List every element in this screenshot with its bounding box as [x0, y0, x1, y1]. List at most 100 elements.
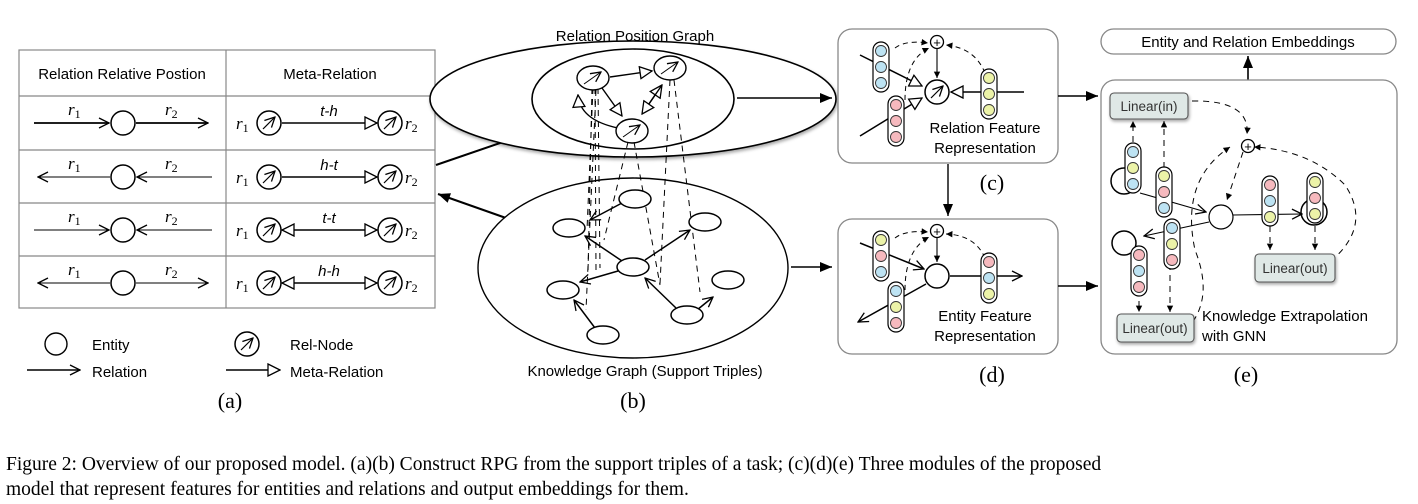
relation-label-r1: r1	[68, 207, 81, 228]
relation-label-r1: r1	[68, 154, 81, 175]
rel-node-icon	[257, 165, 281, 189]
meta-r1-label: r1	[236, 168, 249, 189]
arrow-kg-to-a	[437, 193, 507, 219]
rel-node-c	[925, 80, 949, 104]
figure-diagram: Relation Relative Postion Meta-Relation …	[18, 28, 1398, 413]
embeddings-output-label: Entity and Relation Embeddings	[1141, 34, 1354, 51]
svg-text:Linear(in): Linear(in)	[1120, 99, 1177, 114]
panel-e: Entity and Relation Embeddings	[1100, 28, 1398, 387]
feature-dot-pink	[1309, 192, 1321, 204]
kg-entities	[546, 189, 745, 345]
caption-line-2: model that represent features for entiti…	[6, 479, 689, 500]
rel-node-icon	[257, 218, 281, 242]
relation-label-r2: r2	[165, 100, 178, 121]
feature-dot-blue	[1264, 195, 1276, 207]
rpg-graph	[578, 71, 662, 129]
rpg-title: Relation Position Graph	[556, 28, 714, 45]
feature-dot-blue	[983, 272, 995, 284]
entity-node	[110, 110, 136, 136]
entity-node-d	[924, 263, 950, 289]
rel-node-icon	[378, 218, 402, 242]
feature-dot-pink	[890, 115, 902, 127]
plus-node-d: +	[929, 223, 945, 239]
rel-node-icon	[257, 271, 281, 295]
panel-e-title-2: with GNN	[1201, 328, 1266, 345]
meta-relation-label: h-t	[320, 157, 338, 174]
relation-label-r2: r2	[165, 154, 178, 175]
feature-dot-pink	[1133, 249, 1145, 261]
feature-dot-pink	[1166, 254, 1178, 266]
feature-dot-yellow	[983, 72, 995, 84]
relation-table	[18, 49, 436, 309]
feature-dot-pink	[890, 317, 902, 329]
panel-c-title-1: Relation Feature	[930, 120, 1041, 137]
feature-vector	[1261, 175, 1279, 227]
svg-text:+: +	[933, 224, 941, 239]
meta-r1-label: r1	[236, 114, 249, 135]
kg-graph	[574, 202, 713, 329]
meta-r1-label: r1	[236, 274, 249, 295]
feature-dot-yellow	[875, 234, 887, 246]
panel-d: + Entity Feature Representation (d)	[837, 218, 1059, 387]
feature-vector	[1163, 218, 1181, 270]
feature-dot-pink	[983, 256, 995, 268]
panel-d-title-2: Representation	[934, 328, 1036, 345]
panel-a: Relation Relative Postion Meta-Relation …	[18, 49, 436, 413]
meta-r1-label: r1	[236, 221, 249, 242]
legend: Entity Relation Rel-Node Meta-Relation	[27, 332, 383, 381]
meta-relation-label: t-h	[320, 103, 338, 120]
meta-r2-label: r2	[405, 168, 418, 189]
panel-d-title-1: Entity Feature	[938, 308, 1031, 325]
entity-legend-icon	[44, 332, 68, 356]
meta-r2-label: r2	[405, 114, 418, 135]
table-header-meta: Meta-Relation	[283, 66, 376, 83]
rel-node-icon	[378, 165, 402, 189]
svg-text:+: +	[933, 35, 941, 50]
feature-dot-blue	[1127, 178, 1139, 190]
feature-dot-blue	[875, 77, 887, 89]
legend-relnode-label: Rel-Node	[290, 337, 353, 354]
table-header-position: Relation Relative Postion	[38, 66, 206, 83]
feature-vector	[1130, 245, 1148, 297]
meta-r2-label: r2	[405, 274, 418, 295]
panel-c: + Relation Feature Representation (c)	[837, 28, 1059, 195]
feature-vector	[1155, 166, 1173, 218]
svg-text:Linear(out): Linear(out)	[1262, 261, 1327, 276]
rel-node-icon	[378, 111, 402, 135]
panel-c-label: (c)	[980, 170, 1004, 195]
feature-vector	[980, 252, 998, 304]
rpg-rel-node-2	[653, 55, 687, 81]
svg-text:Linear(out): Linear(out)	[1122, 321, 1187, 336]
feature-dot-yellow	[1158, 170, 1170, 182]
linear-in-box: Linear(in)	[1109, 92, 1189, 120]
legend-relation-label: Relation	[92, 364, 147, 381]
feature-vector	[1306, 172, 1324, 224]
rel-node-legend-icon	[235, 332, 259, 356]
linear-out-box-right: Linear(out)	[1254, 253, 1336, 283]
entity-node-e	[1208, 204, 1234, 230]
feature-dot-blue	[875, 45, 887, 57]
entity-node	[110, 270, 136, 296]
panel-e-label: (e)	[1234, 362, 1258, 387]
panel-c-title-2: Representation	[934, 140, 1036, 157]
feature-dot-pink	[1133, 281, 1145, 293]
feature-dot-pink	[1158, 186, 1170, 198]
legend-entity-label: Entity	[92, 337, 130, 354]
caption-line-1: Figure 2: Overview of our proposed model…	[6, 454, 1102, 475]
feature-dot-pink	[890, 99, 902, 111]
feature-dot-yellow	[983, 288, 995, 300]
embeddings-output-box	[1100, 28, 1397, 55]
feature-dot-yellow	[890, 301, 902, 313]
feature-dot-pink	[875, 250, 887, 262]
entity-node	[110, 164, 136, 190]
feature-dot-pink	[1264, 179, 1276, 191]
feature-dot-yellow	[983, 88, 995, 100]
meta-relation-label: t-t	[322, 210, 336, 227]
feature-vector	[872, 41, 890, 93]
rel-node-icon	[378, 271, 402, 295]
feature-vector	[980, 68, 998, 120]
feature-dot-blue	[1133, 265, 1145, 277]
figure-caption: Figure 2: Overview of our proposed model…	[6, 452, 1416, 502]
meta-r2-label: r2	[405, 221, 418, 242]
